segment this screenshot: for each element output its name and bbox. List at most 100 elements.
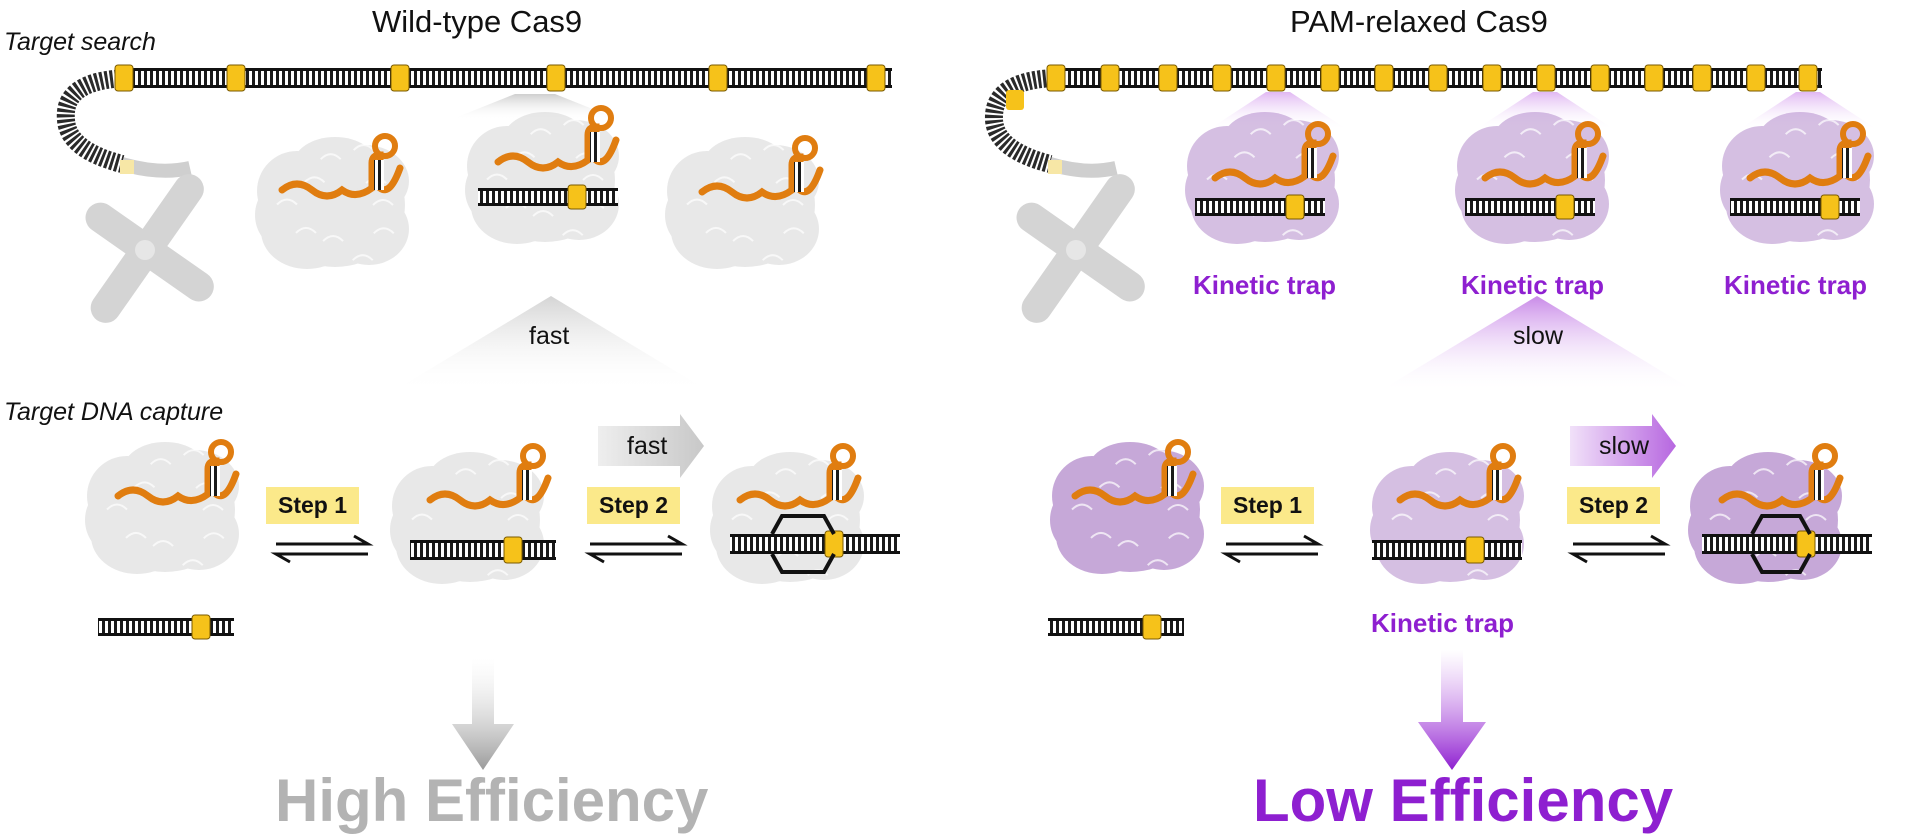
left-search-cas9-3-fold-5	[705, 226, 727, 234]
right-capture-cas9-open-fold-8	[1753, 468, 1775, 475]
left-capture-cas9-free-fold-7	[133, 481, 156, 489]
left-capture-cas9-free-lobe-6	[123, 442, 207, 498]
left-search-cas9-2-fold-1	[582, 174, 604, 181]
left-step2-speed: fast	[627, 432, 668, 460]
left-capture-cas9-free-fold-9	[182, 449, 205, 456]
right-capture-open-dna-bottom-strand	[1702, 551, 1872, 554]
left-search-cas9-2-fold-9	[562, 119, 585, 126]
right-capture-cas9-open-fold-6	[1709, 513, 1731, 521]
right-trap-cas9-2-fold-8	[1520, 128, 1542, 135]
left-capture-rna-bound-loop	[520, 443, 546, 469]
low-efficiency-label: Low Efficiency	[1253, 767, 1674, 834]
left-capture-cas9-bound-fold-1	[507, 514, 529, 521]
right-panel-title: PAM-relaxed Cas9	[1290, 4, 1548, 39]
left-capture-cas9-free-lobe-7	[85, 486, 145, 554]
left-capture-rna-free-stem	[210, 466, 220, 496]
left-capture-cas9-free-fold-3	[182, 559, 204, 566]
left-search-cas9-3-fold-1	[782, 199, 804, 206]
left-search-rna-3	[698, 135, 824, 202]
left-search-dna-pam-2	[226, 64, 246, 92]
left-search-cas9-3-fold-4	[732, 235, 754, 242]
right-trap-cas9-3-fold-3	[1817, 229, 1839, 236]
left-search-speed: fast	[529, 322, 570, 350]
left-search-dna-pam-6	[866, 64, 886, 92]
left-search-cas9-1-fold-5	[295, 226, 317, 234]
right-trap-cas9-2-dna-top-strand	[1465, 198, 1595, 201]
left-search-dna-pam-1	[114, 64, 134, 92]
right-search-dna-pam-5	[1266, 64, 1286, 92]
left-search-cas9-1-fold-2	[373, 227, 395, 235]
right-search-speed: slow	[1513, 322, 1564, 350]
left-capture-rna-free-loop	[208, 439, 234, 465]
left-capture-free-dna-top-strand	[98, 618, 234, 621]
left-search-cas9-2-fold-3	[562, 229, 584, 236]
right-capture-cas9-free-fold-5	[1090, 531, 1112, 539]
left-capture-cas9-bound-fold-8	[454, 468, 477, 475]
left-search-cas9-3-lobe-7	[665, 181, 725, 249]
left-search-cas9-3-fold-6	[686, 198, 708, 206]
kinetic-trap-label-1: Kinetic trap	[1193, 270, 1337, 300]
left-search-rna-2	[494, 105, 620, 172]
right-trap-cas9-1-lobe-6	[1223, 112, 1307, 168]
left-search-cas9-1-fold-7	[303, 176, 326, 184]
target-search-label: Target search	[4, 28, 156, 56]
right-trap-cas9-1-dna-top-strand	[1195, 198, 1325, 201]
right-capture-rloop	[1750, 514, 1812, 574]
right-search-dna-pam-1	[1046, 64, 1066, 92]
right-capture-open-dna-pam-1	[1796, 530, 1816, 558]
right-trap-cas9-1-fold-7	[1233, 151, 1256, 159]
right-trap-cas9-2-rna	[1481, 121, 1607, 188]
right-step2-speed: slow	[1599, 432, 1650, 460]
right-capture-cas9-free-fold-7	[1098, 481, 1121, 489]
left-capture-free-dna-bottom-strand	[98, 633, 234, 636]
left-capture-cas9-free-fold-8	[149, 458, 172, 465]
right-step2-speed-arrow	[1570, 414, 1676, 478]
left-search-cas9-1-fold-6	[276, 198, 298, 206]
left-capture-bound-dna-bottom-strand	[410, 557, 556, 560]
left-search-cas9-3-lobe-5	[739, 193, 819, 265]
kinetic-trap-label-2: Kinetic trap	[1461, 270, 1605, 300]
left-search-cas9-1-fold-3	[352, 254, 374, 261]
left-step1-equilibrium	[270, 534, 374, 564]
right-search-dna-pam-8	[1428, 64, 1448, 92]
right-search-dna-pam-13	[1692, 64, 1712, 92]
right-capture-rna-open-loop	[1812, 443, 1838, 469]
right-search-fan	[1378, 296, 1696, 392]
right-trap-cas9-3-dna-bottom-strand	[1730, 213, 1860, 216]
right-capture-bound-dna-bottom-strand	[1372, 557, 1522, 560]
right-capture-cas9-bound-fold-8	[1435, 468, 1457, 475]
right-capture-free-dna-bottom-strand	[1048, 633, 1184, 636]
right-search-dna-pam-12	[1644, 64, 1664, 92]
left-step2-speed-arrow	[598, 414, 704, 478]
right-search-dna-pam-4	[1212, 64, 1232, 92]
right-capture-rna-bound-loop	[1490, 443, 1516, 469]
right-capture-free-dna-top-strand	[1048, 618, 1184, 621]
left-capture-rna-free	[114, 439, 240, 506]
right-trap-cas9-3-dna-pam-1	[1820, 194, 1840, 220]
right-trap-cas9-2-dna-pam-1	[1555, 194, 1575, 220]
right-capture-cas9-free-fold-6	[1071, 503, 1093, 511]
high-efficiency-arrow	[452, 658, 514, 770]
left-capture-open-dna	[730, 530, 900, 558]
left-search-cas9-1-fold-8	[319, 153, 342, 160]
left-search-rna-3-loop	[792, 135, 818, 161]
right-trap-cas9-2-lobe-6	[1493, 112, 1577, 168]
right-trap-cas9-3-rna-stem	[1842, 148, 1852, 178]
right-capture-bound-dna-pam-1	[1465, 536, 1485, 564]
left-search-bound-dna-bottom-strand	[478, 203, 618, 206]
left-capture-rna-open-stem	[832, 470, 842, 500]
right-trap-cas9-3-dna	[1730, 194, 1860, 220]
right-search-dna-pam-2	[1100, 64, 1120, 92]
right-search-dna-pam-10	[1536, 64, 1556, 92]
right-capture-free-dna	[1048, 614, 1184, 640]
left-search-rna-3-stem	[794, 162, 804, 192]
right-capture-open-dna-top-strand	[1702, 534, 1872, 537]
right-dna-curve-pam	[1006, 90, 1024, 110]
left-search-dna-rungs	[124, 68, 892, 88]
right-capture-free-dna-pam-1	[1142, 614, 1162, 640]
left-search-cas9-2-lobe-6	[503, 112, 587, 168]
right-capture-open-dna-rungs	[1702, 534, 1872, 554]
right-chromosome	[1016, 174, 1145, 323]
right-capture-cas9-free-fold-1	[1167, 504, 1189, 511]
left-capture-cas9-bound-fold-6	[411, 513, 433, 521]
